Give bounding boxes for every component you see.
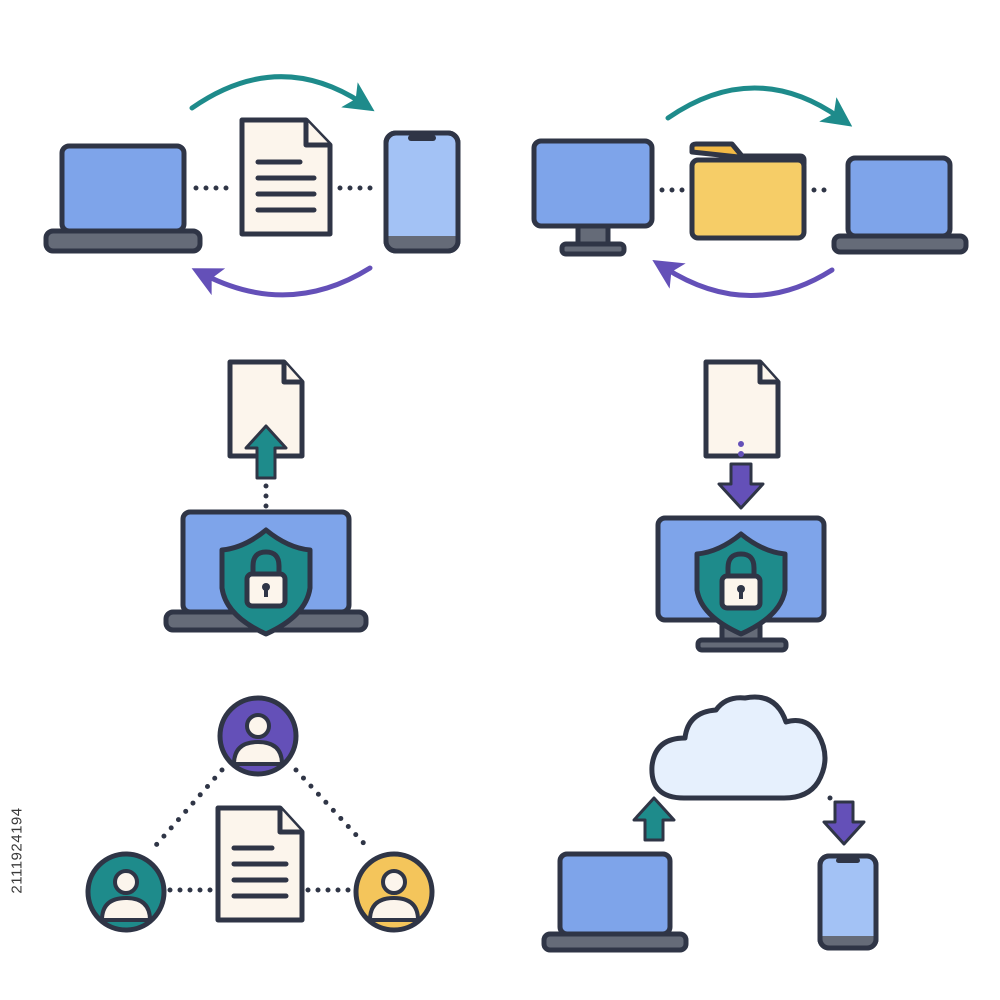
sync-arrow-top — [665, 85, 853, 127]
download-arrow-icon — [822, 800, 866, 846]
document-icon — [703, 359, 781, 459]
desktop-laptop-folder-sync-icon — [531, 85, 969, 298]
sync-arrow-bottom — [191, 265, 373, 298]
laptop-icon — [541, 851, 689, 953]
shield-lock-icon — [694, 531, 788, 637]
secure-desktop-download-icon — [655, 359, 827, 653]
avatar-purple-icon — [217, 695, 299, 777]
shield-lock-icon — [219, 527, 313, 637]
secure-laptop-upload-icon — [163, 359, 369, 637]
sync-arrow-bottom — [652, 259, 835, 298]
laptop-icon — [43, 143, 203, 254]
phone-icon — [817, 853, 879, 951]
dotted-connector — [147, 767, 225, 855]
user-network-document-sharing-icon — [85, 695, 435, 933]
cloud-icon — [649, 694, 828, 801]
avatar-yellow-icon — [353, 851, 435, 933]
upload-arrow-icon — [632, 796, 676, 842]
document-icon — [227, 359, 305, 459]
dotted-connector — [827, 795, 839, 809]
cloud-laptop-phone-sync-icon — [541, 694, 879, 953]
dotted-connector — [293, 767, 373, 853]
laptop-phone-document-sync-icon — [43, 74, 461, 298]
document-icon — [239, 117, 333, 237]
sync-arrow-top — [189, 74, 375, 112]
upload-arrow-icon — [244, 424, 288, 480]
desktop-monitor-icon — [531, 138, 655, 257]
stock-image-id: 2111924194 — [4, 760, 30, 940]
avatar-teal-icon — [85, 851, 167, 933]
phone-icon — [383, 130, 461, 254]
folder-icon — [689, 141, 807, 241]
download-arrow-icon — [717, 462, 765, 510]
laptop-icon — [831, 155, 969, 255]
document-icon — [215, 805, 305, 923]
stock-image-id-text: 2111924194 — [8, 806, 26, 894]
